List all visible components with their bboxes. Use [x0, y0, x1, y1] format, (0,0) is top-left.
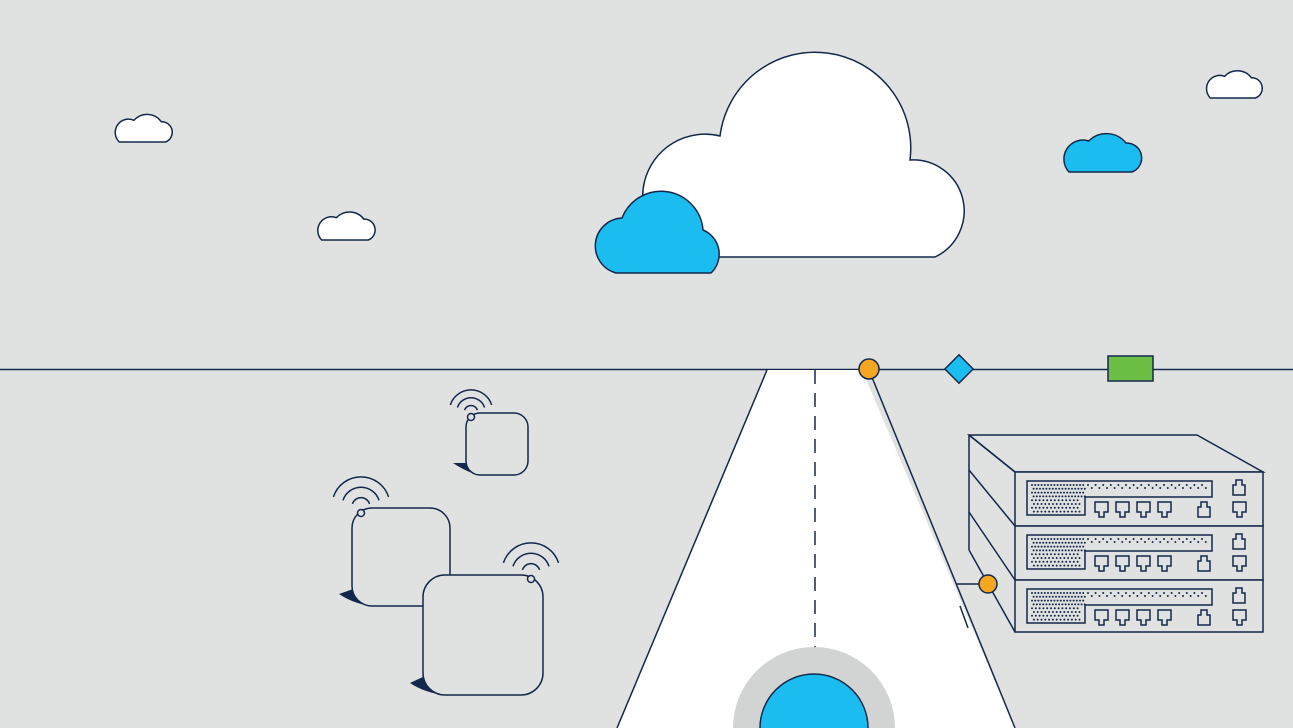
node-icon [759, 673, 869, 728]
wireless-access-point-icon [332, 476, 451, 607]
ethernet-port-icon [1157, 609, 1172, 626]
diamond-node-icon [943, 353, 975, 385]
node-icon [858, 358, 880, 380]
ethernet-port-icon [1232, 587, 1246, 604]
ethernet-port-icon [1115, 501, 1130, 518]
road-path-icon [616, 369, 1016, 728]
antenna-dot [526, 574, 536, 584]
wifi-wave [512, 552, 550, 567]
switch-unit [1014, 525, 1264, 581]
ethernet-port-icon [1232, 501, 1247, 518]
wifi-wave [502, 542, 560, 564]
ethernet-port-icon [1136, 555, 1151, 572]
ethernet-port-icon [1136, 501, 1151, 518]
ethernet-port-icon [1197, 555, 1211, 572]
cloud-icon [594, 190, 720, 274]
ethernet-port-icon [1157, 555, 1172, 572]
switch-unit [1014, 579, 1264, 633]
ethernet-port-icon [1094, 609, 1109, 626]
ethernet-port-icon [1197, 609, 1211, 626]
wifi-wave [342, 486, 380, 501]
wireless-access-point-icon [449, 389, 529, 476]
clouds [114, 51, 1263, 274]
ethernet-port-icon [1232, 479, 1246, 496]
ethernet-port-icon [1232, 609, 1247, 626]
wireless-access-points [332, 389, 560, 696]
cloud-icon [1063, 132, 1143, 173]
wifi-wave [449, 389, 493, 406]
network-switch-stack-icon [957, 434, 1266, 633]
cloud-icon [317, 211, 376, 241]
ethernet-port-icon [1136, 609, 1151, 626]
wifi-wave [332, 476, 390, 498]
wifi-wave [351, 496, 371, 505]
ethernet-port-icon [1232, 533, 1246, 550]
green-node-icon [1107, 355, 1154, 382]
ethernet-port-icon [1197, 501, 1211, 518]
ethernet-port-icon [1115, 555, 1130, 572]
ethernet-port-icon [1232, 555, 1247, 572]
node-icon [978, 574, 998, 594]
ethernet-port-icon [1094, 555, 1109, 572]
ethernet-port-icon [1115, 609, 1130, 626]
switch-unit [1014, 471, 1264, 527]
cloud-icon [114, 113, 173, 143]
wifi-wave [521, 562, 541, 571]
wireless-access-point-icon [410, 542, 560, 696]
antenna-dot [466, 412, 476, 422]
wifi-wave [456, 396, 486, 408]
cloud-icon [641, 51, 965, 258]
antenna-dot [356, 508, 366, 518]
ethernet-port-icon [1157, 501, 1172, 518]
cloud-icon [1205, 70, 1263, 99]
ethernet-port-icon [1094, 501, 1109, 518]
wifi-wave [463, 404, 479, 411]
